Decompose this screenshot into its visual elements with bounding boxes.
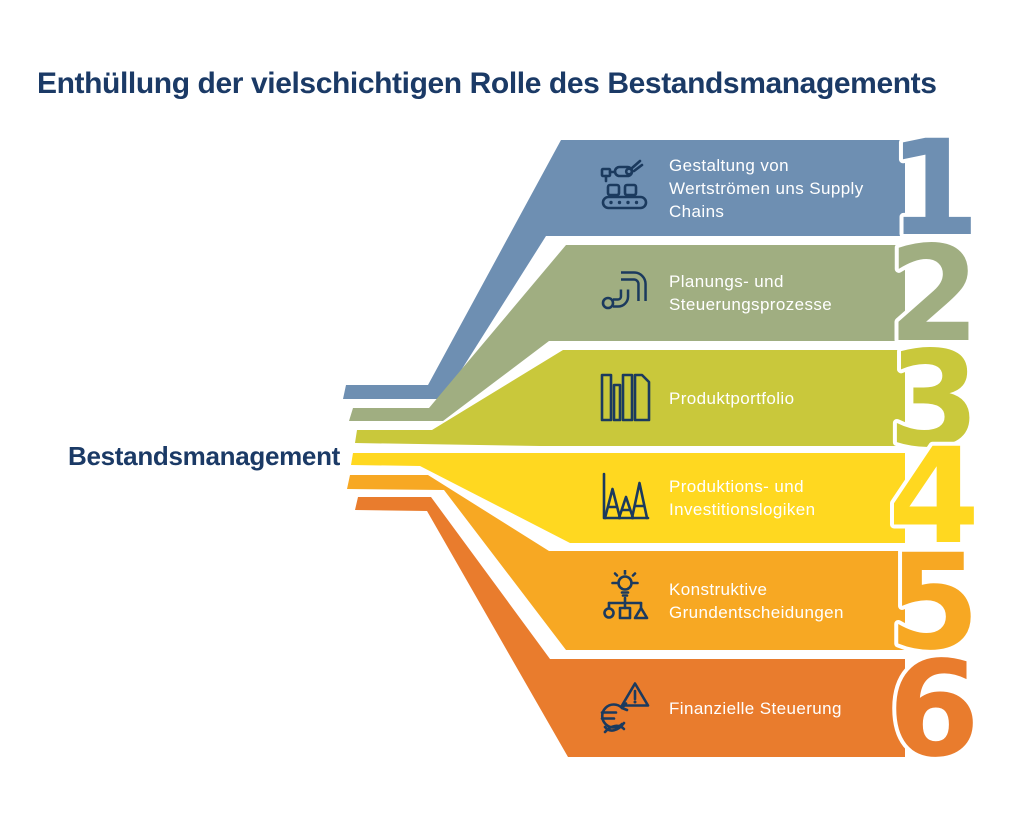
band-label-line: Finanzielle Steuerung	[669, 698, 842, 718]
band-shape-2	[349, 245, 905, 421]
pipeline-process-icon	[601, 271, 647, 310]
product-portfolio-books-icon	[600, 373, 651, 422]
central-node-label: Bestandsmanagement	[68, 441, 341, 471]
euro-warning-icon	[600, 682, 650, 734]
band-label-3: Produktportfolio	[669, 350, 905, 446]
idea-decision-tree-icon	[603, 570, 649, 620]
page-title: Enthüllung der vielschichtigen Rolle des…	[37, 67, 937, 100]
band-label-line: Investitionslogiken	[669, 500, 816, 519]
band-label-6: Finanzielle Steuerung	[669, 659, 905, 757]
band-shape-4	[351, 453, 905, 543]
band-label-line: Produktions- und	[669, 477, 804, 496]
band-shape-5	[347, 475, 905, 650]
band-number-5: 5	[888, 526, 980, 680]
band-label-line: Konstruktive	[669, 579, 768, 599]
band-shape-6	[355, 497, 905, 757]
band-label-line: Wertströmen uns Supply	[669, 178, 864, 198]
band-label-2: Planungs- und Steuerungsprozesse	[669, 245, 905, 341]
band-number-4: 4	[888, 420, 980, 574]
band-label-line: Gestaltung von	[669, 155, 789, 175]
band-label-line: Produktportfolio	[669, 388, 795, 408]
band-label-line: Steuerungsprozesse	[669, 295, 833, 314]
production-chart-peaks-icon	[602, 472, 650, 520]
band-shape-3	[355, 350, 905, 446]
band-number-1: 1	[888, 112, 980, 266]
band-label-line: Planungs- und	[669, 272, 784, 291]
band-label-line: Chains	[669, 201, 725, 221]
band-label-5: Konstruktive Grundentscheidungen	[669, 551, 905, 650]
band-shape-1	[343, 140, 905, 399]
robot-arm-conveyor-icon	[600, 159, 648, 210]
band-label-1: Gestaltung von Wertströmen uns Supply Ch…	[669, 140, 905, 236]
band-label-line: Grundentscheidungen	[669, 602, 844, 622]
band-number-2: 2	[888, 218, 980, 372]
band-number-6: 6	[888, 633, 980, 787]
band-label-4: Produktions- und Investitionslogiken	[669, 453, 905, 543]
band-number-3: 3	[888, 323, 980, 477]
